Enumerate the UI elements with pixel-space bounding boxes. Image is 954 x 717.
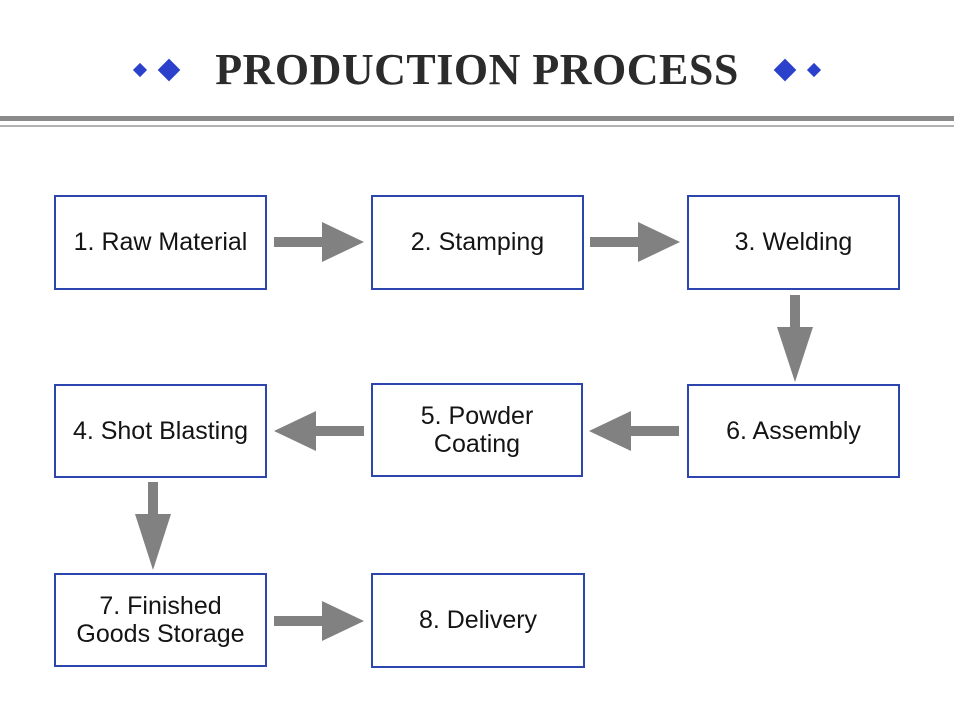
flow-node-label: 3. Welding <box>734 228 853 257</box>
arrow-right-icon <box>274 601 364 641</box>
title-divider-thin <box>0 125 954 127</box>
flow-node-raw-material: 1. Raw Material <box>54 195 267 290</box>
arrow-down-icon <box>777 295 813 382</box>
flow-node-stamping: 2. Stamping <box>371 195 584 290</box>
slide-header: PRODUCTION PROCESS <box>0 22 954 117</box>
arrow-left-icon <box>589 411 679 451</box>
large-diamond-icon <box>157 58 181 81</box>
flow-node-welding: 3. Welding <box>687 195 900 290</box>
arrow-right-icon <box>590 222 680 262</box>
flow-node-label: 1. Raw Material <box>73 228 248 257</box>
arrow-down-icon <box>135 482 171 570</box>
left-diamond-decoration <box>133 58 181 81</box>
page-title: PRODUCTION PROCESS <box>215 45 739 94</box>
flow-node-shot-blasting: 4. Shot Blasting <box>54 384 267 478</box>
right-diamond-decoration <box>773 58 821 81</box>
flow-node-finished-goods-storage: 7. Finished Goods Storage <box>54 573 267 667</box>
arrow-right-icon <box>274 222 364 262</box>
flow-node-label: 7. Finished Goods Storage <box>76 591 245 649</box>
flow-node-label: 2. Stamping <box>410 228 545 257</box>
arrow-left-icon <box>274 411 364 451</box>
small-diamond-icon <box>806 62 821 77</box>
flow-node-assembly: 6. Assembly <box>687 384 900 478</box>
flow-node-powder-coating: 5. Powder Coating <box>371 383 583 477</box>
title-divider-thick <box>0 116 954 121</box>
flow-node-label: 8. Delivery <box>418 606 538 635</box>
small-diamond-icon <box>133 62 148 77</box>
flow-node-label: 5. Powder Coating <box>420 401 534 459</box>
large-diamond-icon <box>773 58 797 81</box>
flow-node-label: 4. Shot Blasting <box>72 416 249 445</box>
flow-node-label: 6. Assembly <box>726 416 861 445</box>
flow-node-delivery: 8. Delivery <box>371 573 585 668</box>
